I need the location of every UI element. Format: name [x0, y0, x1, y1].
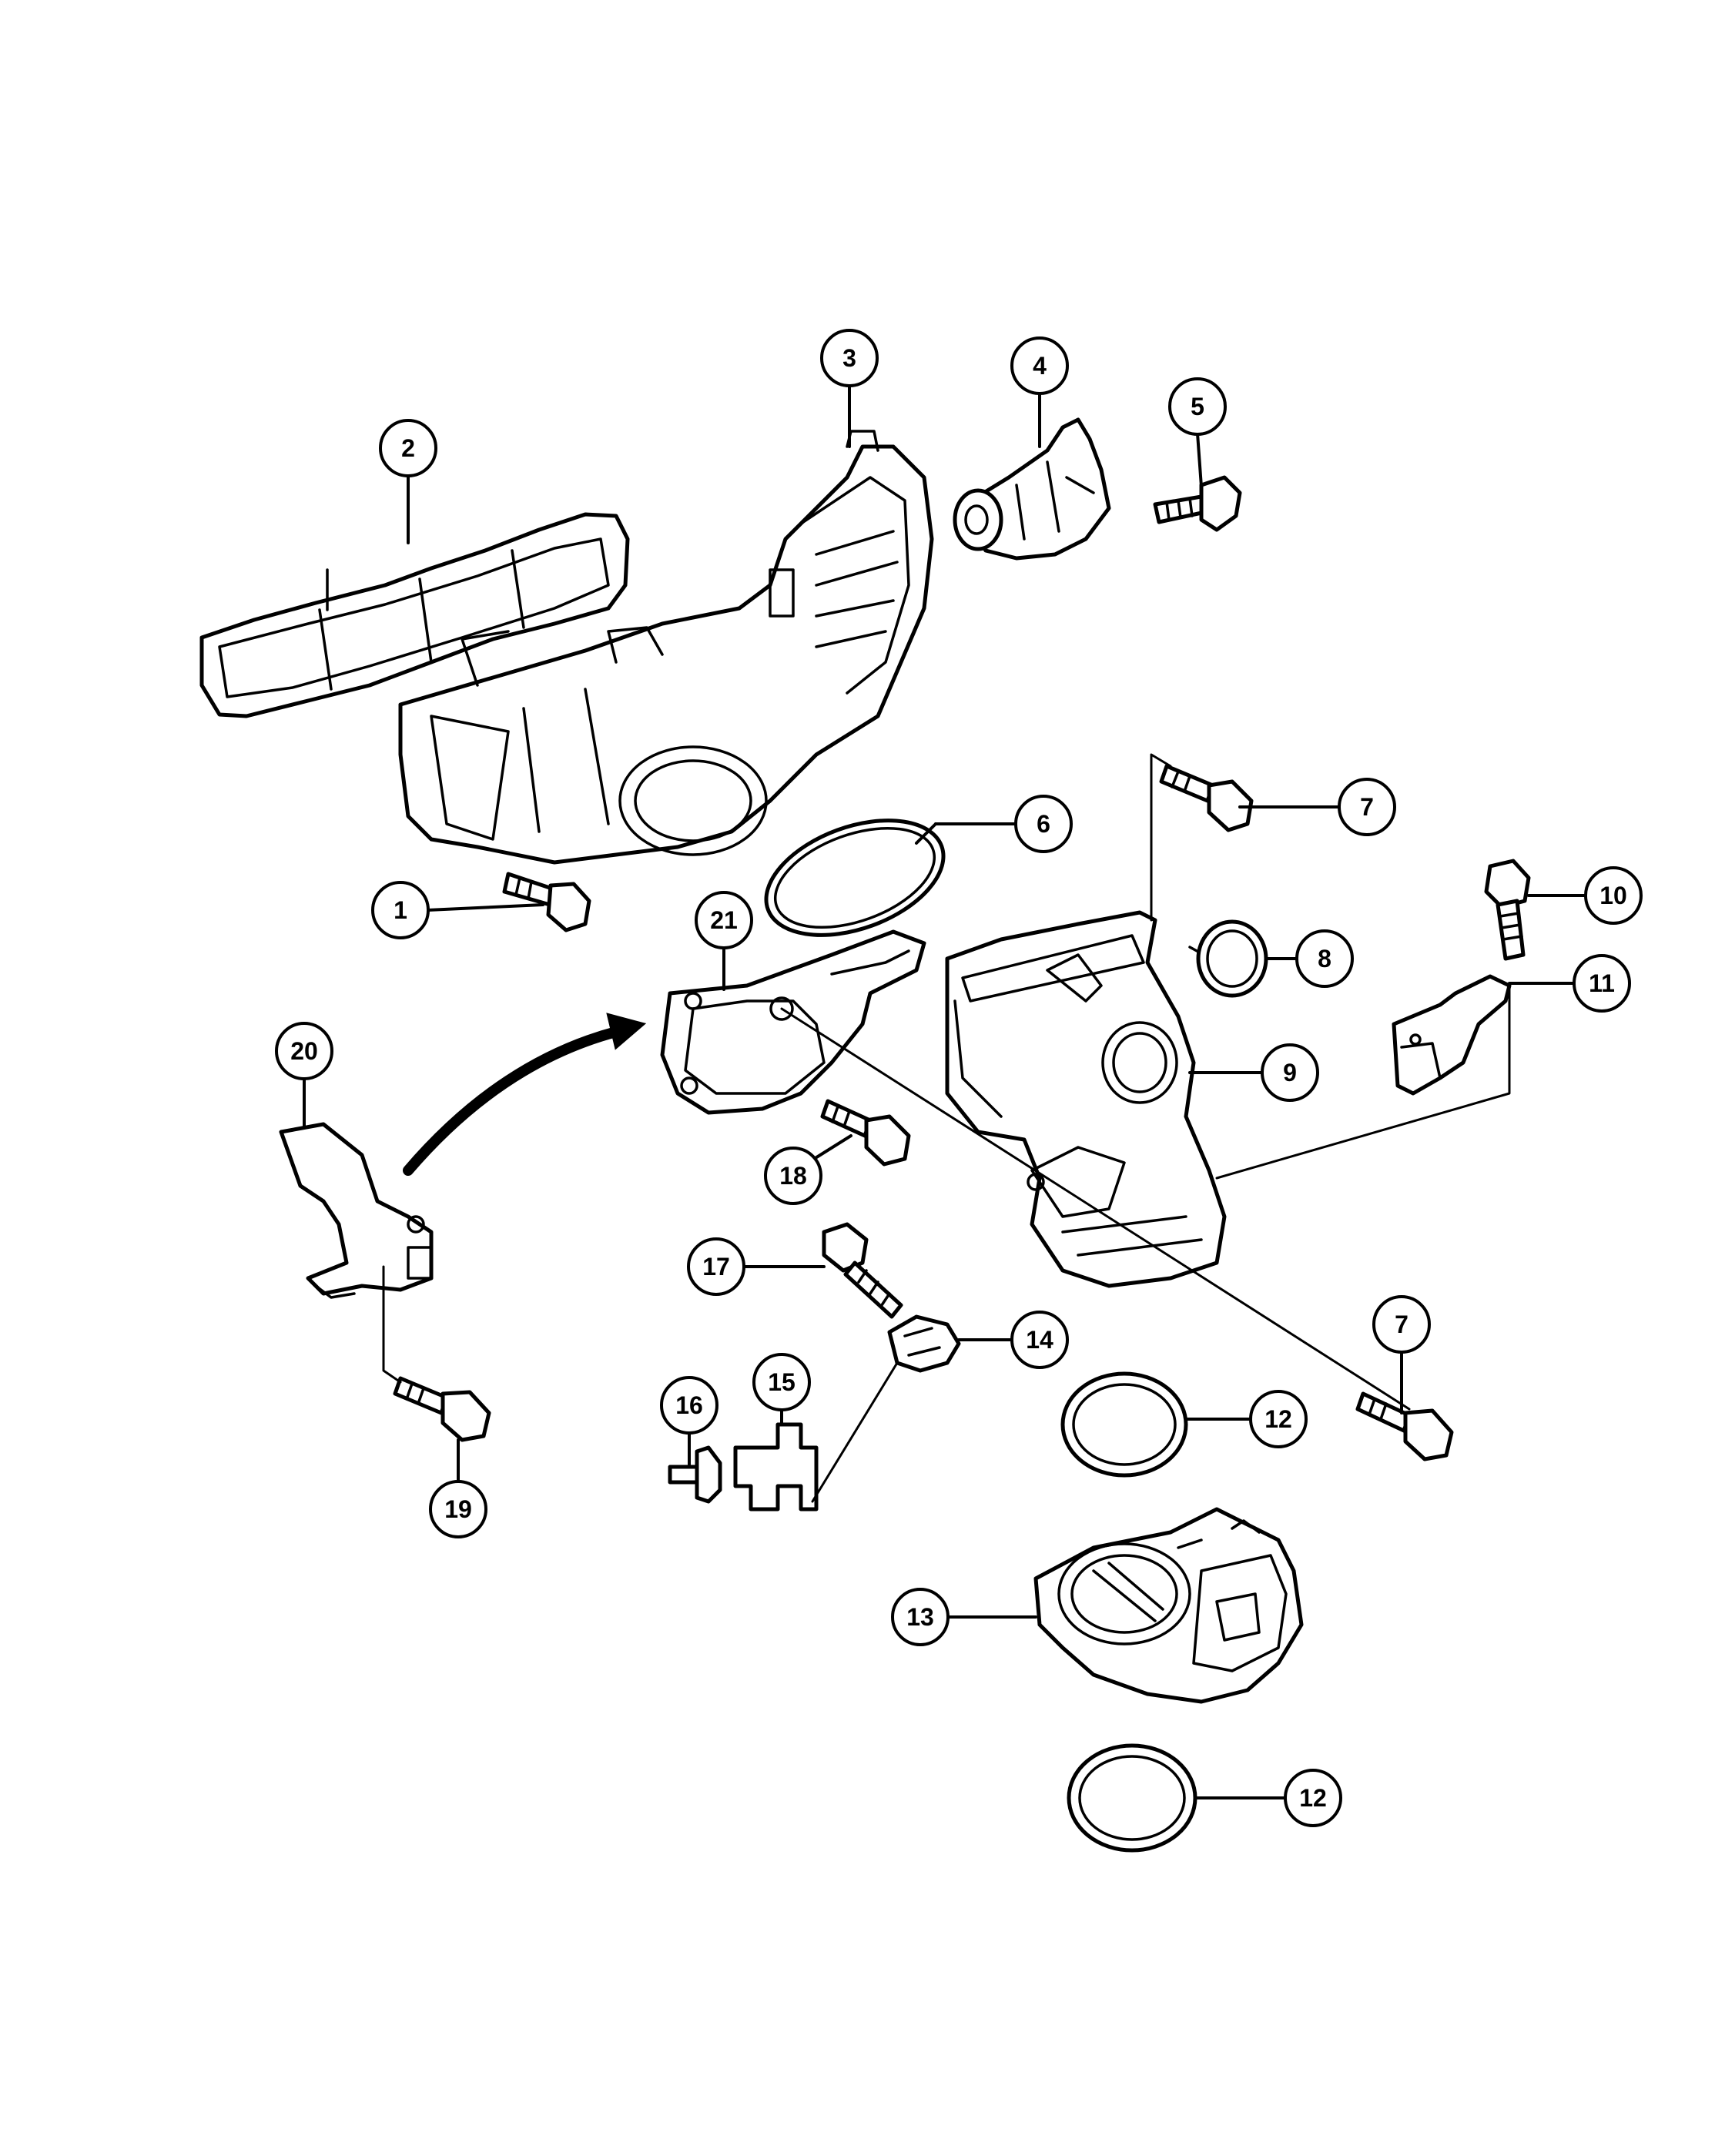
part-15-connector: [733, 1422, 819, 1512]
callout-label-7-top: 7: [1360, 793, 1374, 821]
callout-16: 16: [660, 1376, 718, 1435]
leader-lines: [303, 383, 1588, 1799]
callout-18: 18: [764, 1147, 822, 1205]
callout-label-5: 5: [1191, 393, 1204, 420]
callout-label-17: 17: [702, 1253, 730, 1281]
callout-label-15: 15: [768, 1368, 796, 1396]
part-13-throttle-body: [1033, 1507, 1304, 1704]
part-7-bolt-top: [1159, 764, 1254, 832]
part-12-gasket-lower: [1067, 1743, 1197, 1853]
callout-label-8: 8: [1318, 945, 1331, 973]
part-17-bolt: [822, 1222, 903, 1319]
callout-14: 14: [1010, 1311, 1069, 1369]
callout-label-1: 1: [394, 896, 407, 924]
part-4-actuator: [953, 417, 1111, 561]
callout-label-12-lower: 12: [1299, 1784, 1327, 1812]
callout-label-12-upper: 12: [1264, 1405, 1292, 1433]
part-11-bracket: [1392, 974, 1512, 1096]
callout-21: 21: [695, 891, 753, 949]
part-10-bolt: [1484, 859, 1531, 961]
part-14-sensor: [887, 1314, 961, 1373]
callout-1: 1: [371, 881, 430, 939]
callout-label-9: 9: [1283, 1059, 1297, 1086]
part-20-bracket: [279, 1122, 434, 1299]
callout-label-4: 4: [1033, 352, 1047, 380]
callout-label-21: 21: [710, 906, 738, 934]
callout-7-top: 7: [1338, 778, 1396, 836]
callout-5: 5: [1168, 377, 1227, 436]
callout-10: 10: [1584, 866, 1643, 925]
callout-8: 8: [1295, 929, 1354, 988]
callout-15: 15: [752, 1353, 811, 1411]
callout-label-14: 14: [1026, 1326, 1053, 1354]
part-19-bolt: [393, 1376, 491, 1442]
part-5-bolt: [1153, 475, 1242, 532]
part-8-seal: [1188, 919, 1268, 998]
callout-label-18: 18: [779, 1162, 807, 1190]
callout-2: 2: [379, 419, 437, 477]
callout-12-upper: 12: [1249, 1390, 1308, 1448]
part-7-bolt-lower: [1355, 1391, 1454, 1461]
callout-19: 19: [429, 1480, 487, 1538]
callout-12-lower: 12: [1284, 1769, 1342, 1827]
callout-label-13: 13: [906, 1603, 934, 1631]
callout-label-10: 10: [1599, 882, 1627, 909]
part-3-intake-manifold: [398, 430, 934, 865]
assembly-arrow: [403, 1013, 647, 1176]
callout-9: 9: [1261, 1043, 1319, 1102]
callout-13: 13: [891, 1588, 950, 1646]
callout-3: 3: [820, 329, 879, 387]
part-6-o-ring: [764, 819, 946, 937]
callout-11: 11: [1573, 954, 1631, 1013]
callout-17: 17: [687, 1237, 745, 1296]
callout-label-7-lower: 7: [1395, 1311, 1408, 1338]
callout-label-11: 11: [1589, 969, 1615, 997]
callout-7-lower: 7: [1372, 1295, 1431, 1354]
part-18-bolt: [820, 1099, 911, 1167]
part-2-manifold-gasket: [199, 512, 630, 718]
callout-20: 20: [275, 1022, 333, 1080]
part-9-housing: [945, 910, 1227, 1288]
callout-label-16: 16: [675, 1391, 703, 1419]
part-21-bracket: [660, 929, 926, 1115]
callout-label-6: 6: [1037, 810, 1050, 838]
callout-label-2: 2: [401, 434, 415, 462]
callout-4: 4: [1010, 336, 1069, 395]
part-12-gasket-upper: [1060, 1371, 1188, 1478]
callout-6: 6: [1014, 795, 1073, 853]
callout-label-3: 3: [842, 344, 856, 372]
part-16-pin: [668, 1445, 722, 1504]
part-1-bolt: [502, 872, 591, 932]
callout-label-20: 20: [290, 1037, 318, 1065]
callout-label-19: 19: [444, 1495, 472, 1523]
